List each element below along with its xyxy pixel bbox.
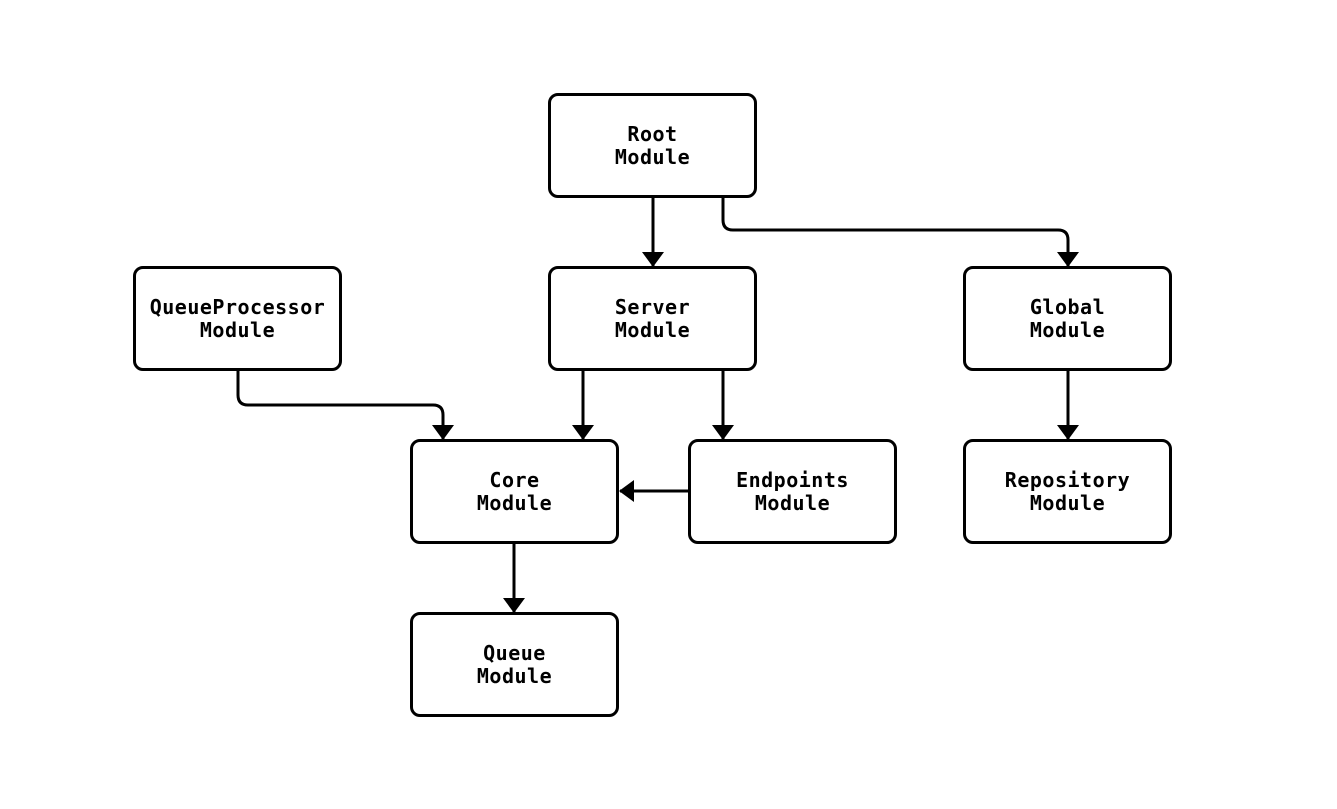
node-label-line1: Endpoints [736, 467, 849, 492]
node-label-line2: Module [476, 490, 553, 515]
node-repository-module: Repository Module [963, 439, 1172, 544]
node-label-line1: Global [1029, 294, 1106, 319]
node-label-line2: Module [476, 663, 553, 688]
node-label-line1: Root [627, 121, 678, 146]
node-label-line2: Module [754, 490, 831, 515]
node-label-line1: Queue [483, 640, 546, 665]
node-endpoints-module: Endpoints Module [688, 439, 897, 544]
node-label-line2: Module [614, 144, 691, 169]
node-label-line1: Repository [1004, 467, 1131, 492]
node-label-line1: Core [489, 467, 540, 492]
node-queueprocessor-module: QueueProcessor Module [133, 266, 342, 371]
edge-root-module-to-global-module [721, 198, 1079, 267]
node-label-line2: Module [199, 317, 276, 342]
node-queue-module: Queue Module [410, 612, 619, 717]
node-label-line2: Module [1029, 490, 1106, 515]
node-label-line1: Server [614, 294, 691, 319]
node-root-module: Root Module [548, 93, 757, 198]
node-global-module: Global Module [963, 266, 1172, 371]
node-server-module: Server Module [548, 266, 757, 371]
node-label-line2: Module [614, 317, 691, 342]
edge-queueprocessor-module-to-core-module [236, 371, 454, 440]
node-core-module: Core Module [410, 439, 619, 544]
node-label-line2: Module [1029, 317, 1106, 342]
node-label-line1: QueueProcessor [149, 294, 326, 319]
